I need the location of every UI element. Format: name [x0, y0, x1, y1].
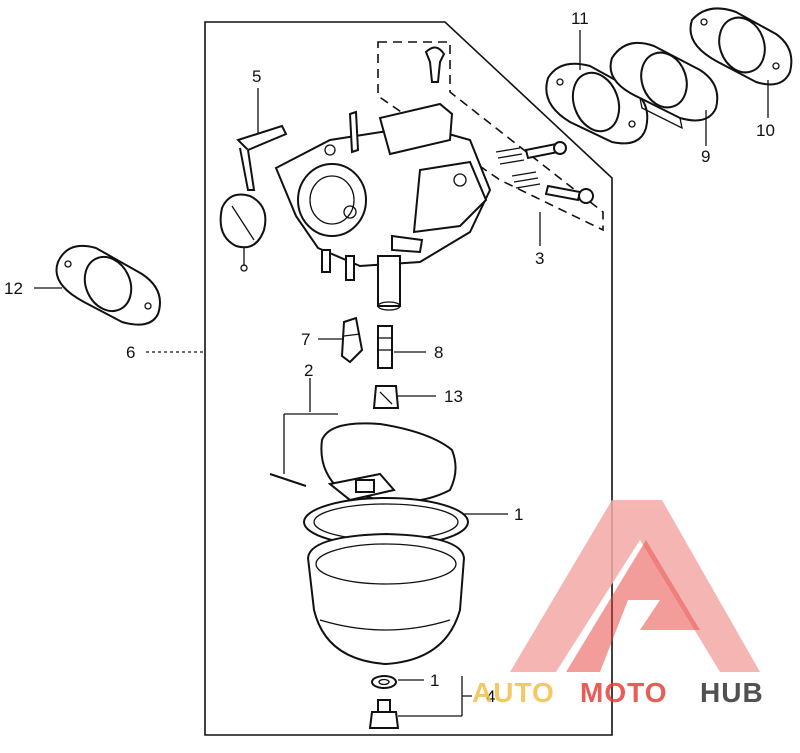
- assembly-boundary: [204, 21, 613, 736]
- callout-5: 5: [252, 67, 261, 86]
- jet-holder-13: [372, 385, 400, 409]
- leader-2: [283, 378, 338, 474]
- pilot-screw-set: [495, 141, 594, 204]
- callout-13: 13: [444, 387, 463, 406]
- callout-8: 8: [434, 343, 443, 362]
- drain-bolt: [368, 699, 400, 729]
- callout-12: 12: [4, 279, 23, 298]
- float-2: [269, 422, 457, 503]
- callout-9: 9: [701, 147, 710, 166]
- needle-jet-8: [377, 325, 393, 369]
- callout-1a: 1: [514, 505, 523, 524]
- leader-4: [398, 676, 472, 717]
- callout-3: 3: [535, 249, 544, 268]
- float-bowl: [306, 532, 466, 666]
- gasket-10: [689, 7, 793, 86]
- spacer-9: [609, 42, 719, 130]
- callout-4: 4: [486, 687, 495, 706]
- callout-6: 6: [126, 343, 135, 362]
- callout-10: 10: [756, 121, 775, 140]
- watermark-text-moto: MOTO: [580, 677, 667, 708]
- gasket-12: [55, 244, 161, 326]
- callout-7: 7: [301, 330, 310, 349]
- main-jet-7: [340, 316, 364, 364]
- callout-1b: 1: [430, 671, 439, 690]
- watermark-triangle-inner: [566, 540, 700, 672]
- idle-screw: [424, 46, 446, 83]
- subassembly-box-3: [377, 41, 604, 232]
- choke-lever-5: [219, 124, 288, 272]
- watermark-logo: AUTO MOTO HUB: [472, 500, 764, 708]
- callout-2: 2: [304, 361, 313, 380]
- drain-washer: [371, 675, 397, 689]
- watermark-text-hub: HUB: [700, 677, 764, 708]
- carburetor-body: [274, 102, 492, 311]
- callout-11: 11: [571, 9, 589, 28]
- watermark-text-auto: AUTO: [472, 677, 555, 708]
